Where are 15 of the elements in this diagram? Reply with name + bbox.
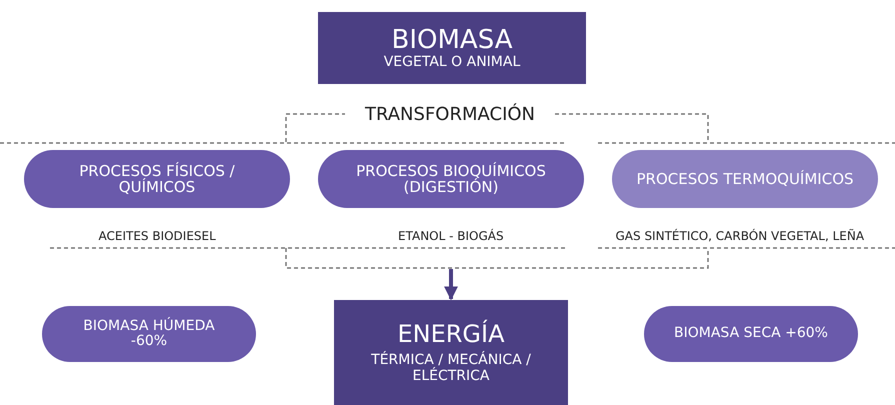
output-box bbox=[334, 300, 568, 405]
output-label: GAS SINTÉTICO, CARBÓN VEGETAL, LEÑA bbox=[616, 229, 864, 243]
category-pill: BIOMASA HÚMEDA -60% bbox=[42, 306, 256, 362]
process-pill: PROCESOS FÍSICOS / QUÍMICOS bbox=[24, 150, 290, 208]
output-label: ACEITES BIODIESEL bbox=[98, 229, 216, 243]
output-label: ETANOL - BIOGÁS bbox=[398, 229, 504, 243]
heading-text: BIOMASA bbox=[392, 26, 512, 55]
process-pill: PROCESOS TERMOQUÍMICOS bbox=[612, 150, 878, 208]
arrow bbox=[444, 269, 458, 300]
subheading-text: TÉRMICA / MECÁNICA / ELÉCTRICA bbox=[370, 353, 532, 384]
title-box bbox=[318, 12, 586, 84]
heading-text: ENERGÍA bbox=[397, 320, 505, 348]
subheading-text: VEGETAL O ANIMAL bbox=[384, 54, 520, 70]
process-pill: PROCESOS BIOQUÍMICOS (DIGESTIÓN) bbox=[318, 150, 584, 208]
category-pill: BIOMASA SECA +60% bbox=[644, 306, 858, 362]
